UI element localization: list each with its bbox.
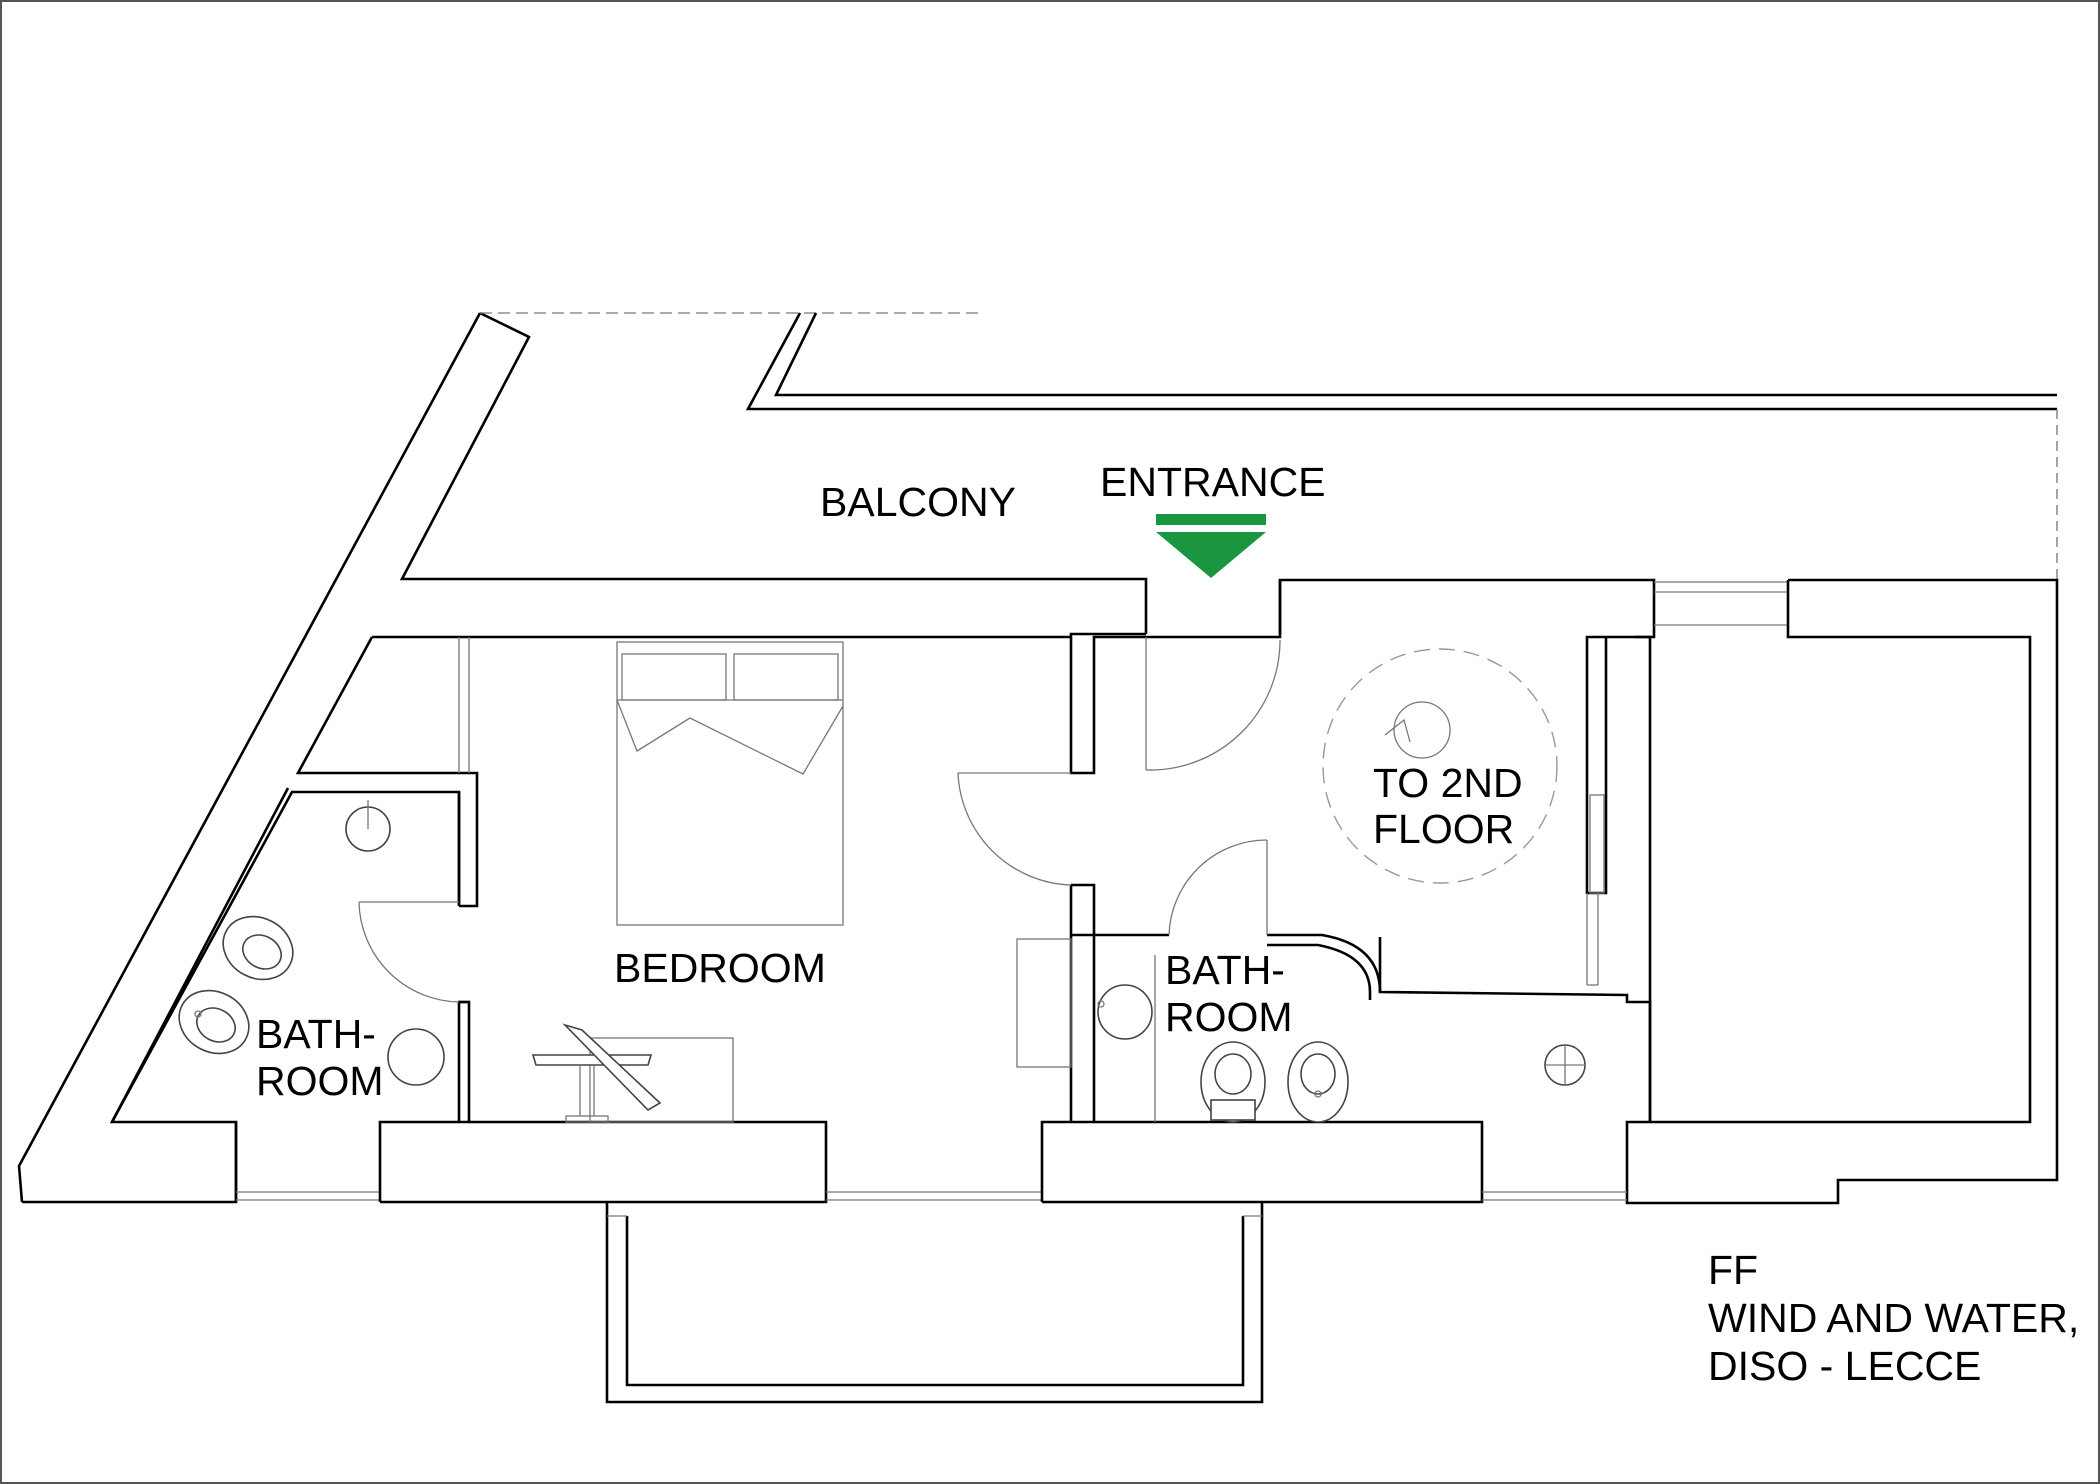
sink-icon — [345, 800, 391, 852]
caption-line2: WIND AND WATER, — [1708, 1295, 2079, 1341]
shower-icon — [387, 1028, 445, 1086]
room-label-bath-left-line2: ROOM — [256, 1058, 384, 1104]
drain-icon — [1544, 1044, 1586, 1086]
bidet-icon — [1287, 1041, 1349, 1123]
shower-icon — [1097, 984, 1153, 1040]
lower-balcony — [605, 1202, 1264, 1404]
caption-line3: DISO - LECCE — [1708, 1343, 1981, 1389]
room-label-stairs-line1: TO 2ND — [1373, 760, 1523, 806]
bed-icon — [616, 641, 844, 926]
room-label-bedroom: BEDROOM — [614, 945, 826, 991]
room-label-bath-right-line1: BATH- — [1165, 947, 1285, 993]
caption-line1: FF — [1708, 1247, 1758, 1293]
outer-walls — [22, 578, 2059, 1205]
room-label-bath-right-line2: ROOM — [1165, 994, 1293, 1040]
toilet-icon — [1200, 1041, 1266, 1123]
room-label-balcony: BALCONY — [820, 479, 1016, 525]
room-label-stairs-line2: FLOOR — [1373, 806, 1514, 852]
bidet-icon — [178, 989, 250, 1055]
spiral-stair-icon — [1322, 648, 1558, 884]
doors — [358, 637, 1605, 1003]
toilet-icon — [222, 915, 294, 981]
desk-chair-icon — [531, 1023, 734, 1123]
entrance-arrow-head — [1156, 532, 1266, 578]
entrance-arrow-icon — [1156, 514, 1266, 578]
room-label-bath-left-line1: BATH- — [256, 1011, 376, 1057]
wardrobe — [1016, 938, 1072, 1068]
balcony-walls — [17, 311, 2058, 1203]
entrance-arrow-bar — [1156, 514, 1266, 525]
room-label-entrance: ENTRANCE — [1100, 459, 1326, 505]
